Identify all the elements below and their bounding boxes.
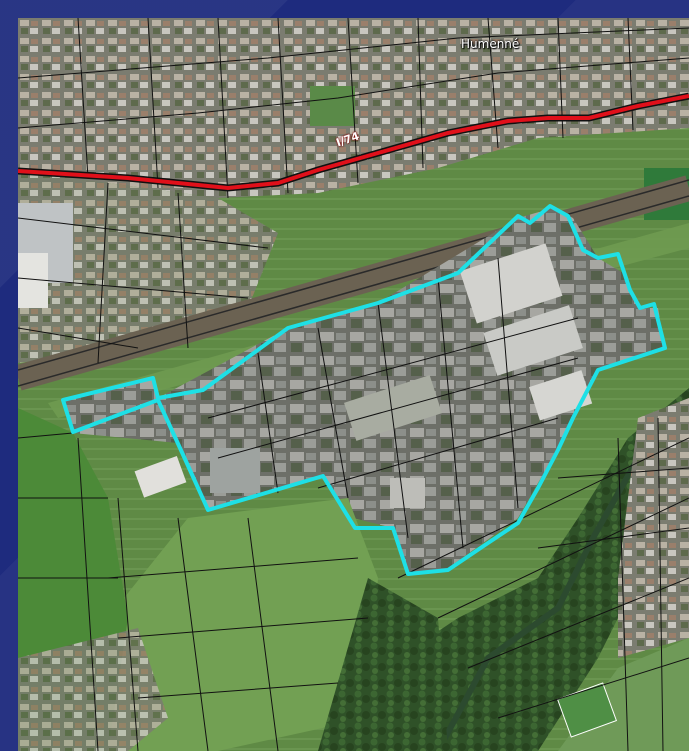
building-west bbox=[134, 455, 187, 498]
building-block bbox=[390, 478, 425, 508]
industrial-area-boundary[interactable] bbox=[61, 204, 667, 576]
building-hall bbox=[210, 448, 260, 493]
field-south bbox=[108, 498, 378, 751]
factory-hall-1 bbox=[459, 243, 563, 324]
aerial-map[interactable]: Humenné I/74 bbox=[18, 18, 689, 751]
forest-south bbox=[318, 578, 448, 751]
cadastral-parcels bbox=[18, 18, 689, 751]
factory-hall-3 bbox=[344, 375, 442, 441]
map-canvas bbox=[18, 18, 689, 751]
town-label: Humenné bbox=[461, 37, 520, 51]
park bbox=[310, 86, 355, 126]
factory-hall-2 bbox=[483, 305, 583, 376]
urban-southeast bbox=[618, 398, 689, 658]
main-road[interactable] bbox=[18, 94, 689, 191]
sports-pitch-south bbox=[556, 682, 618, 738]
